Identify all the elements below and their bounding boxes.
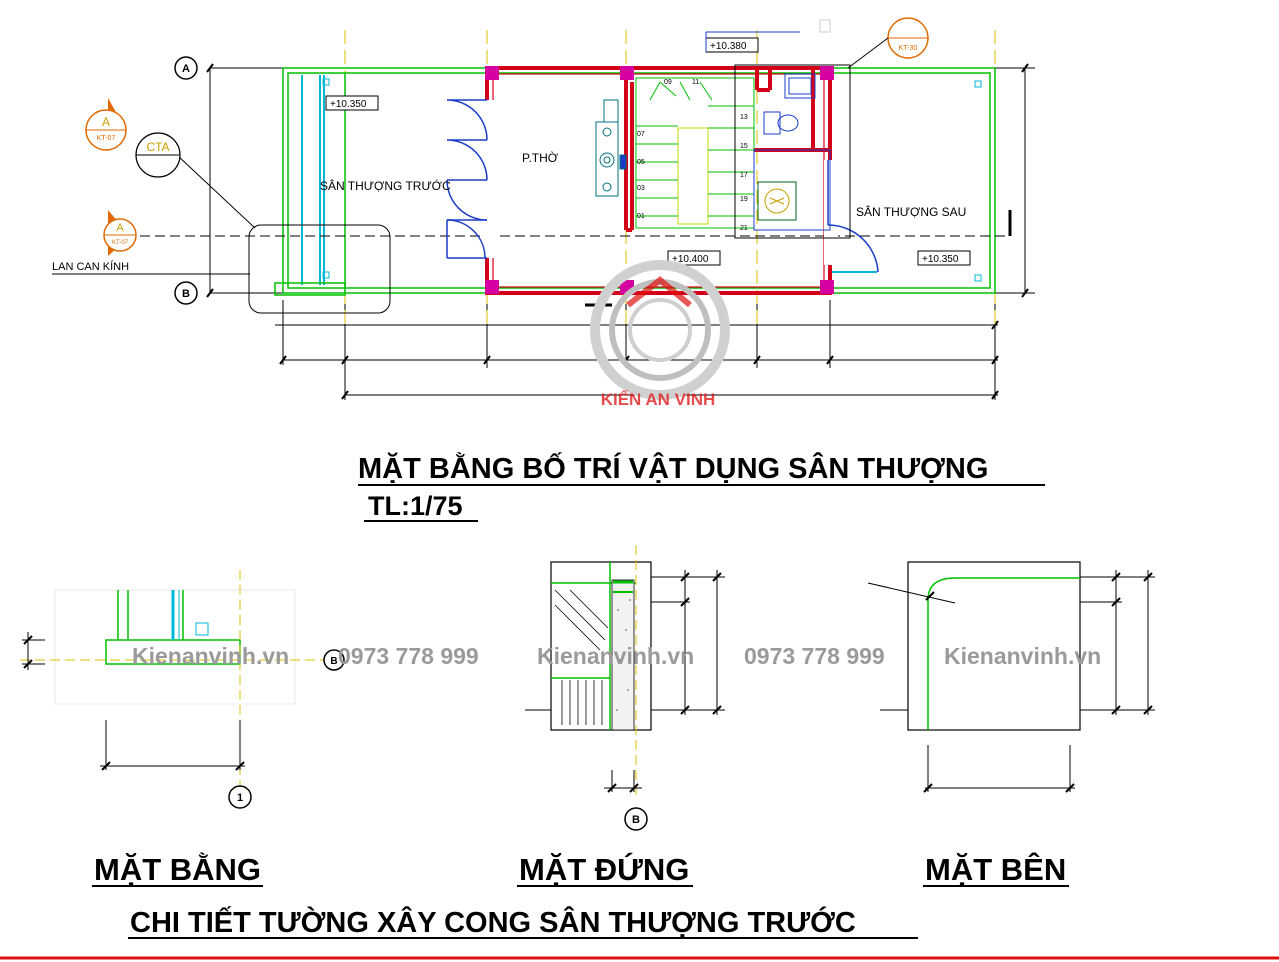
grid-bubble-a: A: [174, 56, 198, 80]
watermark-site: Kienanvinh.vn: [537, 643, 694, 669]
stair-number: 17: [740, 172, 748, 179]
detail-callout-box: [248, 224, 391, 314]
section-marker-ref: KT-30: [899, 45, 918, 52]
stair-number: 19: [740, 196, 748, 203]
stair-number: 15: [740, 143, 748, 150]
section-marker-ref: KT-07: [97, 135, 116, 142]
detail-title-side: MẶT BÊN: [925, 851, 1066, 887]
columns: [485, 66, 834, 294]
level-rear: +10.350: [922, 254, 959, 265]
grid-label-1: 1: [237, 792, 243, 804]
watermark-site: Kienanvinh.vn: [944, 643, 1101, 669]
section-leader-top-right: [847, 37, 889, 69]
front-terrace-label: SÂN THƯỢNG TRƯỚC: [320, 178, 451, 193]
watermark-row: Kienanvinh.vn 0973 778 999 Kienanvinh.vn…: [132, 643, 1101, 669]
detail-marker-label: CTA: [146, 140, 169, 154]
brand-logo: KIẾN AN VINH: [590, 260, 730, 409]
grid-bubble-b: B: [174, 281, 198, 305]
detail-title-plan: MẶT BẰNG: [94, 852, 261, 887]
grid-label-a: A: [182, 63, 190, 75]
room-labels: P.THỜ SÂN THƯỢNG TRƯỚC SÂN THƯỢNG SAU LA…: [52, 150, 966, 273]
section-marker-ref: KT-07: [112, 240, 129, 246]
detail-marker-cta: CTA: [135, 132, 181, 178]
room-worship-label: P.THỜ: [522, 150, 559, 165]
dimension-lines: [209, 67, 1035, 400]
stair-numbers: 09 11 07 05 03 01 13 15 17 19 21: [637, 79, 748, 232]
plan-title-group: MẶT BẰNG BỐ TRÍ VẬT DỤNG SÂN THƯỢNG TL:1…: [358, 451, 1045, 522]
brand-name: KIẾN AN VINH: [601, 390, 716, 409]
section-marker-top-right: KT-30: [887, 17, 929, 59]
detail-title-front: MẶT ĐỨNG: [519, 851, 689, 887]
stair-number: 11: [692, 79, 699, 86]
level-front: +10.350: [330, 99, 367, 110]
detail-titles: MẶT BẰNG MẶT ĐỨNG MẶT BÊN CHI TIẾT TƯỜNG…: [92, 851, 1069, 939]
section-marker-label: A: [116, 222, 124, 234]
plan-title: MẶT BẰNG BỐ TRÍ VẬT DỤNG SÂN THƯỢNG: [358, 451, 988, 485]
wall-stubs: [485, 148, 832, 293]
watermark-site: Kienanvinh.vn: [132, 643, 289, 669]
faint-mark: [819, 19, 831, 33]
wc-fixtures: [753, 73, 831, 231]
railing-base: [274, 282, 346, 296]
detail-callout-leader: [177, 155, 256, 229]
detail-plan-view: 1 B: [20, 570, 345, 809]
wc-boundary: [734, 64, 851, 239]
roof-terrace-plan: 09 11 07 05 03 01 13 15 17 19 21: [52, 17, 1035, 400]
section-title: CHI TIẾT TƯỜNG XÂY CONG SÂN THƯỢNG TRƯỚC: [130, 905, 856, 939]
rear-terrace-label: SÂN THƯỢNG SAU: [856, 204, 966, 219]
watermark-phone: 0973 778 999: [744, 643, 885, 669]
section-marker-a-lower: A KT-07: [103, 210, 137, 256]
stair-number: 21: [740, 225, 748, 232]
stair-number: 03: [637, 185, 645, 192]
stair-number: 13: [740, 114, 748, 121]
detail-front-elevation: B: [525, 545, 725, 831]
level-center: +10.400: [672, 254, 709, 265]
grid-label-b-detail: B: [330, 656, 337, 667]
stair-number: 07: [637, 131, 645, 138]
plan-scale: TL:1/75: [368, 491, 463, 521]
stair-number: 01: [637, 213, 645, 220]
stair-number: 09: [664, 79, 672, 86]
section-marker-label: A: [102, 115, 110, 129]
grid-label-b-elevation: B: [632, 814, 640, 826]
watermark-phone: 0973 778 999: [338, 643, 479, 669]
section-marker-a: A KT-07: [85, 98, 127, 151]
rear-door: [827, 160, 879, 273]
staircase: [635, 77, 755, 229]
altar: [595, 99, 627, 197]
detail-side-elevation: [867, 561, 1155, 793]
grid-label-b: B: [182, 288, 190, 300]
level-wc: +10.380: [710, 41, 747, 52]
drain-markers: [322, 78, 982, 282]
bifold-doors: [446, 99, 488, 259]
stair-number: 05: [637, 159, 645, 166]
railing-label: LAN CAN KÍNH: [52, 260, 129, 273]
level-tags: +10.350 +10.400 +10.350 +10.380: [325, 37, 971, 266]
